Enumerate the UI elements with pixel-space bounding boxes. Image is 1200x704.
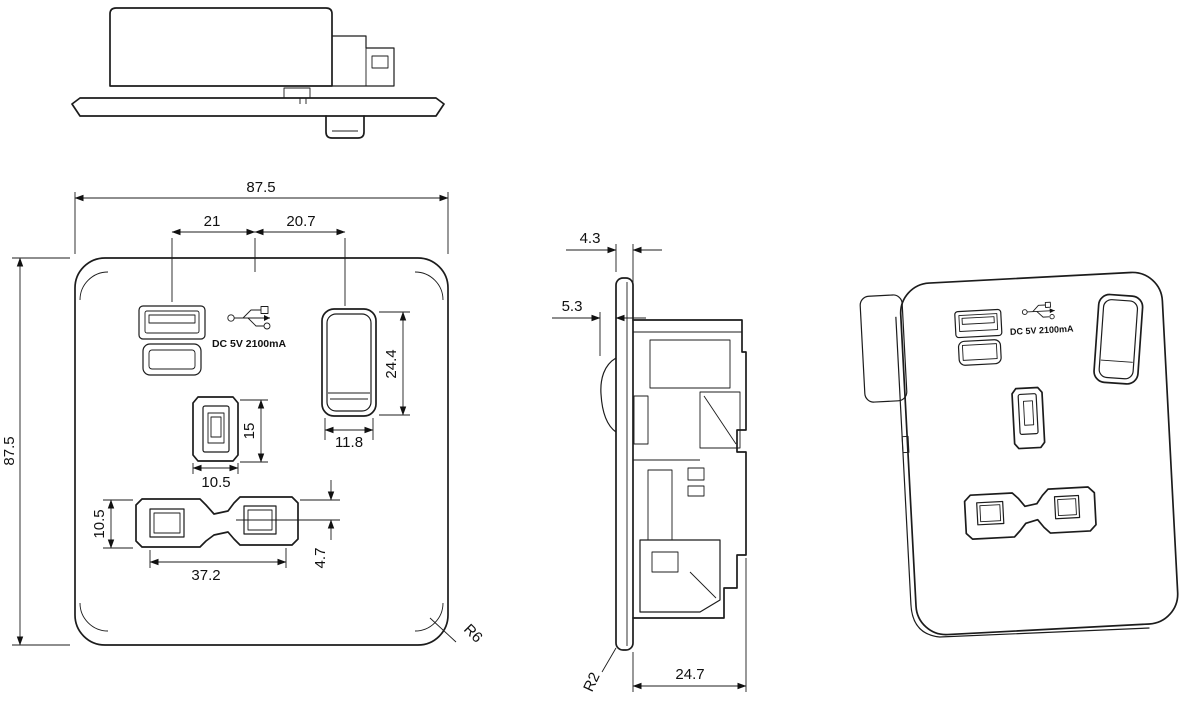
svg-text:87.5: 87.5 bbox=[246, 179, 275, 196]
iso-earth-slot bbox=[1011, 386, 1046, 450]
dim-pin-offset: 4.7 bbox=[236, 480, 340, 568]
iso-rocker-switch bbox=[1093, 293, 1144, 385]
svg-text:24.4: 24.4 bbox=[383, 349, 400, 378]
usb-ports bbox=[138, 305, 206, 376]
front-plate-outline bbox=[74, 257, 449, 646]
svg-text:R2: R2 bbox=[580, 670, 604, 695]
svg-text:24.7: 24.7 bbox=[675, 666, 704, 683]
svg-text:4.3: 4.3 bbox=[580, 230, 601, 247]
rocker-switch bbox=[321, 308, 377, 417]
svg-text:4.7: 4.7 bbox=[312, 548, 329, 569]
dim-plate-thickness: 4.3 bbox=[566, 230, 662, 314]
dim-mechanism-depth: 24.7 bbox=[632, 558, 747, 692]
iso-pin-apertures bbox=[963, 486, 1097, 540]
dim-switch-protrusion: 5.3 bbox=[552, 298, 646, 356]
dim-pin-hole-height: 10.5 bbox=[91, 499, 133, 549]
side-plate bbox=[615, 277, 634, 651]
side-rocker-profile bbox=[600, 357, 617, 433]
svg-text:11.8: 11.8 bbox=[335, 434, 363, 451]
iso-usb-ports bbox=[954, 308, 1003, 366]
iso-back-box bbox=[859, 294, 908, 403]
dim-usb-switch-offsets: 21 20.7 bbox=[171, 213, 346, 306]
side-view: 4.3 5.3 24.7 R2 bbox=[552, 230, 747, 695]
side-mechanism bbox=[632, 319, 747, 619]
svg-text:21: 21 bbox=[204, 213, 221, 230]
isometric-view: DC 5V 2100mA bbox=[859, 271, 1179, 638]
dim-pin-span: 37.2 bbox=[149, 548, 287, 584]
dim-front-height: 87.5 bbox=[1, 257, 70, 646]
iso-plate bbox=[899, 271, 1179, 636]
svg-text:15: 15 bbox=[241, 423, 258, 440]
iso-usb-icon bbox=[1021, 301, 1055, 320]
svg-text:20.7: 20.7 bbox=[286, 213, 315, 230]
iso-usb-rating-label: DC 5V 2100mA bbox=[1010, 324, 1074, 337]
pin-apertures bbox=[135, 496, 299, 548]
dim-earth-width: 10.5 bbox=[192, 463, 239, 491]
dim-earth-height: 15 bbox=[240, 399, 268, 463]
dim-front-width: 87.5 bbox=[74, 179, 449, 254]
svg-text:87.5: 87.5 bbox=[1, 436, 18, 465]
usb-rating-label: DC 5V 2100mA bbox=[212, 338, 287, 350]
dim-switch-width: 11.8 bbox=[324, 418, 374, 451]
svg-text:5.3: 5.3 bbox=[562, 298, 583, 315]
earth-pin-slot bbox=[192, 396, 239, 462]
front-view: DC 5V 2100mA 87.5 bbox=[1, 179, 486, 646]
svg-text:10.5: 10.5 bbox=[91, 509, 108, 538]
svg-text:10.5: 10.5 bbox=[201, 474, 230, 491]
dim-corner-radius: R6 bbox=[429, 617, 486, 647]
top-profile-view bbox=[71, 7, 445, 139]
usb-icon bbox=[227, 306, 271, 330]
dim-edge-radius: R2 bbox=[580, 647, 617, 695]
svg-text:R6: R6 bbox=[460, 621, 486, 647]
svg-text:37.2: 37.2 bbox=[191, 567, 220, 584]
dim-switch-height: 24.4 bbox=[379, 311, 410, 416]
